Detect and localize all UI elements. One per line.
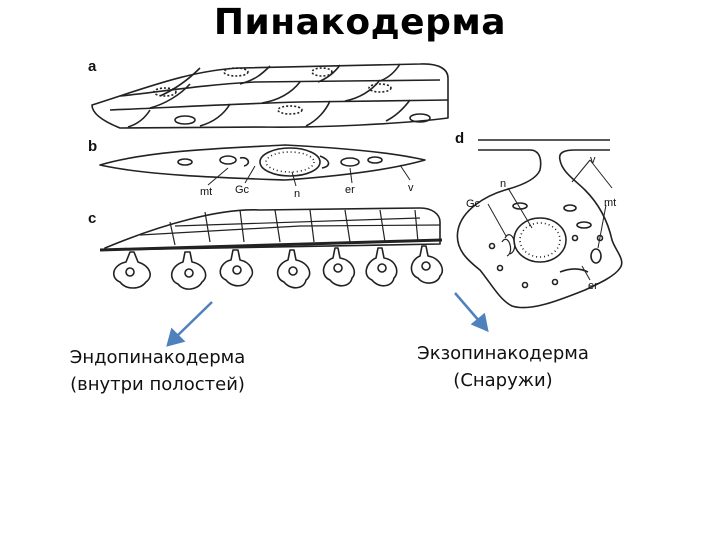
- label-b-mt: mt: [200, 186, 213, 198]
- panel-c-epithelium-with-cells: [99, 207, 444, 290]
- label-b-n: n: [294, 188, 301, 200]
- panel-label-c: c: [88, 210, 97, 227]
- label-b-er: er: [345, 184, 355, 196]
- caption-arrows: [166, 292, 489, 347]
- panel-a-epithelium: [91, 63, 449, 129]
- caption-endopinacoderm: Эндопинакодерма (внутри полостей): [50, 344, 265, 398]
- left-arrow-line: [174, 301, 213, 339]
- panel-b-pinacocyte: [99, 144, 426, 187]
- label-d-mt: mt: [604, 197, 617, 209]
- panel-label-a: a: [88, 58, 97, 75]
- panel-label-d: d: [455, 130, 465, 147]
- caption-right-line1: Экзопинакодерма: [417, 343, 589, 364]
- right-arrow-line: [454, 292, 481, 323]
- caption-left-line1: Эндопинакодерма: [69, 347, 246, 368]
- label-d-er: er: [588, 280, 598, 292]
- caption-exopinacoderm: Экзопинакодерма (Снаружи): [398, 340, 608, 394]
- label-b-v: v: [408, 182, 414, 194]
- panel-d-exopinacocyte: [456, 139, 623, 309]
- page-title: Пинакодерма: [213, 2, 507, 43]
- label-d-n: n: [500, 178, 507, 190]
- label-d-gc: Gc: [466, 198, 481, 210]
- panel-label-b: b: [88, 138, 98, 155]
- caption-left-line2: (внутри полостей): [70, 374, 245, 395]
- caption-right-line2: (Снаружи): [453, 370, 553, 391]
- hanging-cells: [113, 245, 444, 290]
- right-arrow-head: [470, 312, 489, 333]
- left-arrow-head: [166, 327, 186, 347]
- label-d-v: v: [590, 154, 596, 166]
- label-b-gc: Gc: [235, 184, 250, 196]
